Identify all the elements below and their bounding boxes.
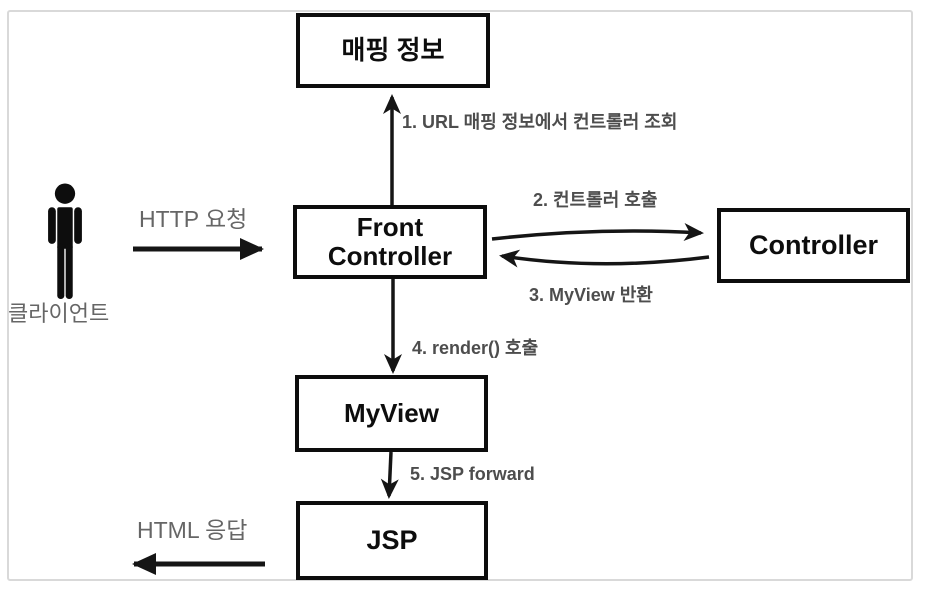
person-left-arm [48,207,56,244]
box-jsp: JSP [296,501,488,580]
label-http-request: HTTP 요청 [139,206,248,232]
person-torso [57,207,73,249]
person-right-leg [65,243,73,300]
label-step-2: 2. 컨트롤러 호출 [533,190,658,210]
diagram-frame [7,10,913,581]
label-step-3: 3. MyView 반환 [529,285,653,305]
box-mapping-info: 매핑 정보 [296,13,490,88]
person-left-leg [57,243,65,300]
person-icon [48,183,82,300]
box-myview: MyView [295,375,488,452]
label-client: 클라이언트 [8,301,110,326]
person-right-arm [74,207,82,244]
box-controller: Controller [717,208,910,283]
label-html-response: HTML 응답 [137,517,248,543]
label-step-4: 4. render() 호출 [412,338,539,358]
box-front-controller: Front Controller [293,205,487,279]
person-head [54,183,76,204]
label-step-5: 5. JSP forward [410,464,535,484]
label-step-1: 1. URL 매핑 정보에서 컨트롤러 조회 [402,112,678,132]
